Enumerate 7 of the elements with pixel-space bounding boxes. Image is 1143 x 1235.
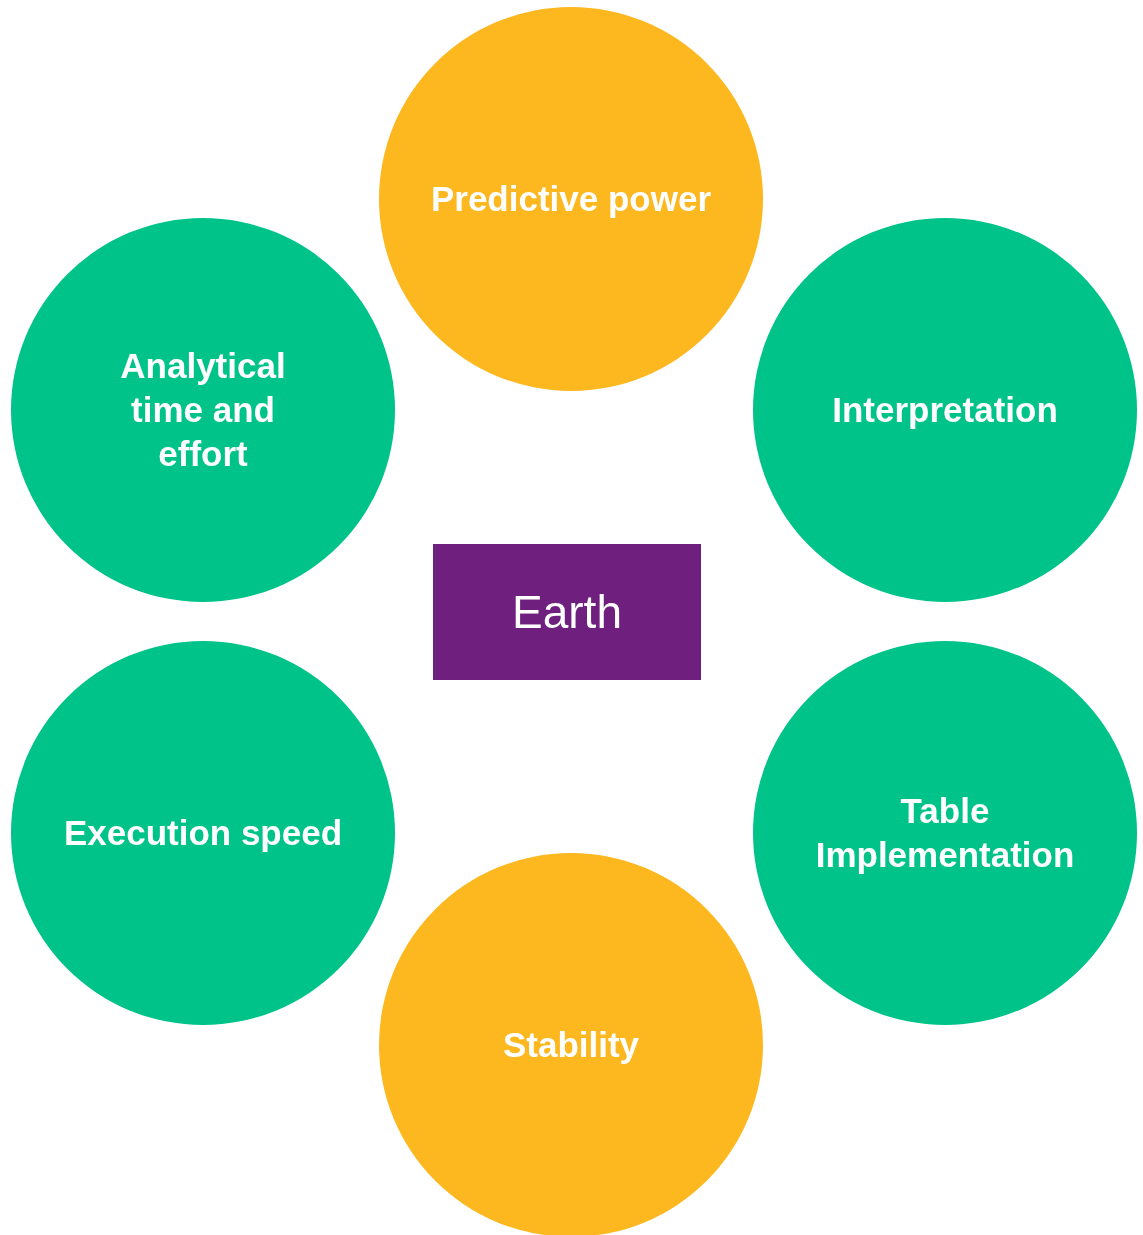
topic-circle: Interpretation [753,218,1137,602]
topic-circle: Analytical time and effort [11,218,395,602]
topic-circle: Stability [379,853,763,1235]
topic-circle: Table Implementation [753,641,1137,1025]
center-box: Earth [433,544,701,680]
topic-circle: Execution speed [11,641,395,1025]
topic-circle: Predictive power [379,7,763,391]
